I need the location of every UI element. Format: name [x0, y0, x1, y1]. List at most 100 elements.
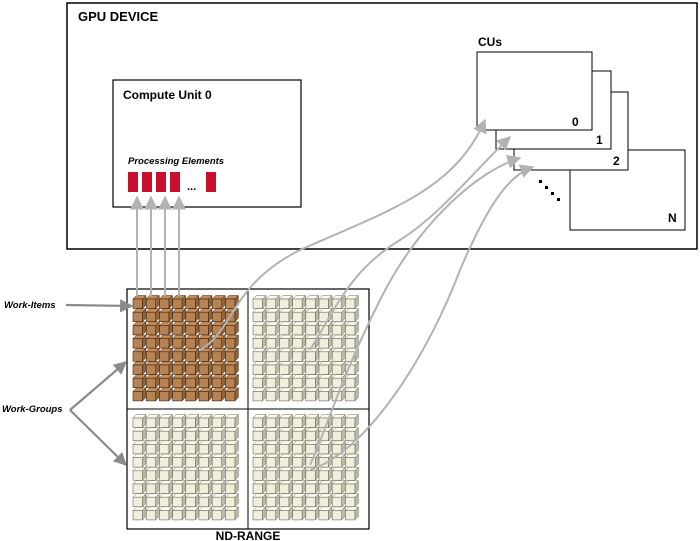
work-item: [132, 506, 147, 521]
work-item: [252, 387, 267, 402]
work-item: [158, 466, 174, 481]
work-item: [344, 506, 360, 521]
work-item: [265, 294, 280, 310]
work-item: [185, 387, 200, 402]
work-item: [171, 440, 187, 455]
cu-stack: N 2 1 0: [476, 51, 686, 231]
work-item: [291, 427, 307, 442]
work-item: [145, 479, 160, 495]
work-item: [132, 466, 147, 481]
work-item: [252, 360, 267, 376]
work-item: [224, 360, 240, 376]
work-item: [318, 466, 333, 481]
work-item: [198, 479, 213, 495]
work-item: [278, 347, 294, 362]
work-item: [171, 347, 187, 362]
work-group-to-cu-arrows: [199, 118, 535, 471]
work-item: [185, 360, 200, 376]
work-item: [291, 506, 307, 521]
work-item: [185, 347, 200, 362]
work-item: [305, 387, 320, 402]
work-item: [145, 321, 160, 336]
work-item: [344, 308, 360, 323]
work-item: [265, 466, 280, 481]
work-item: [265, 360, 280, 376]
work-item: [145, 360, 160, 376]
work-item: [224, 479, 240, 495]
work-group: [132, 413, 240, 521]
work-item: [305, 321, 320, 336]
processing-element: [128, 172, 138, 192]
work-item: [145, 466, 160, 481]
processing-elements-label: Processing Elements: [128, 156, 224, 167]
nd-range-label: ND-RANGE: [216, 529, 281, 541]
work-item: [291, 440, 307, 455]
work-item: [198, 427, 213, 442]
work-item: [344, 374, 360, 389]
work-item: [132, 308, 147, 323]
work-group: [252, 294, 360, 402]
work-item: [185, 466, 200, 481]
work-item: [265, 413, 280, 429]
work-item: [171, 387, 187, 402]
work-item: [252, 453, 267, 468]
work-item: [291, 493, 307, 508]
work-item: [185, 493, 200, 508]
work-item: [145, 493, 160, 508]
work-item: [331, 506, 346, 521]
work-item: [265, 387, 280, 402]
work-item: [265, 506, 280, 521]
work-item: [198, 360, 213, 376]
work-group-active: [132, 294, 240, 402]
work-item: [265, 347, 280, 362]
work-item: [198, 453, 213, 468]
work-item: [331, 493, 346, 508]
work-item: [344, 453, 360, 468]
work-item: [278, 506, 294, 521]
work-item: [158, 453, 174, 468]
work-item: [145, 308, 160, 323]
work-item: [318, 347, 333, 362]
cu-card-2-label: 2: [613, 154, 620, 168]
work-item: [224, 321, 240, 336]
work-item: [185, 506, 200, 521]
work-item: [291, 308, 307, 323]
work-item: [265, 334, 280, 349]
work-item: [252, 466, 267, 481]
processing-element: [206, 172, 216, 192]
work-item: [291, 347, 307, 362]
cu-card-1-label: 1: [596, 133, 603, 147]
work-item: [224, 374, 240, 389]
work-item: [185, 374, 200, 389]
work-item: [158, 440, 174, 455]
work-item: [185, 453, 200, 468]
work-item: [305, 347, 320, 362]
work-item: [145, 374, 160, 389]
work-item: [291, 321, 307, 336]
work-item: [198, 506, 213, 521]
processing-element: [170, 172, 180, 192]
work-item: [278, 413, 294, 429]
work-item: [305, 506, 320, 521]
work-item: [171, 294, 187, 310]
work-item: [211, 466, 226, 481]
work-item: [318, 294, 333, 310]
work-item: [278, 387, 294, 402]
cu-card-n-label: N: [668, 211, 677, 225]
work-item: [185, 334, 200, 349]
work-item: [291, 334, 307, 349]
work-item: [291, 466, 307, 481]
gpu-device-title: GPU DEVICE: [78, 9, 159, 24]
work-item: [132, 294, 147, 310]
work-item: [224, 506, 240, 521]
work-item: [132, 453, 147, 468]
work-item: [185, 413, 200, 429]
work-item: [132, 479, 147, 495]
work-item: [198, 413, 213, 429]
work-item: [344, 427, 360, 442]
work-item: [211, 360, 226, 376]
work-item: [265, 493, 280, 508]
work-item: [318, 493, 333, 508]
work-item: [198, 387, 213, 402]
